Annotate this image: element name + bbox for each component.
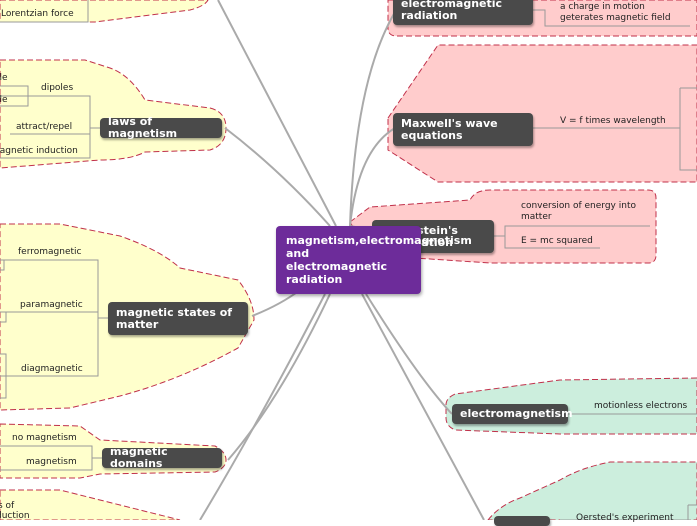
topic-laws[interactable]: laws of magnetism [100, 115, 222, 140]
topic-states[interactable]: magnetic states of matter [108, 302, 248, 335]
leaf-energy-into-matter: conversion of energy into matter [521, 201, 636, 222]
leaf-pole-1: ole [0, 73, 8, 83]
leaf-bottom-left-2: duction [0, 511, 30, 521]
leaf-dipoles: dipoles [41, 83, 74, 93]
topic-em-radiation-label: electromagnetic radiation [401, 0, 503, 22]
leaf-lorentzian-force: Lorentzian force [1, 9, 74, 19]
boundary-lorentz [0, 0, 209, 23]
topic-oersted-parent[interactable] [494, 516, 550, 526]
leaf-diagmagnetic: diagmagnetic [21, 364, 83, 374]
leaf-magnetic-induction: magnetic induction [0, 146, 78, 156]
topic-laws-label: laws of magnetism [108, 115, 178, 140]
topic-electromagnetism-label: electromagnetism [460, 407, 573, 420]
leaf-ferromagnetic: ferromagnetic [18, 247, 82, 257]
leaf-attract-repel: attract/repel [16, 122, 73, 132]
topic-maxwell-label: Maxwell's wave equations [401, 116, 498, 142]
leaf-oersted-experiment: Oersted's experiment [576, 513, 674, 523]
topic-maxwell[interactable]: Maxwell's wave equations [393, 113, 533, 146]
leaf-motionless-electrons: motionless electrons [594, 401, 688, 411]
central-topic-label: magnetism,electromagnetism and electroma… [286, 234, 472, 286]
boundary-maxwell [387, 44, 697, 183]
leaf-bottom-left-1: s of [0, 501, 15, 511]
central-topic[interactable]: magnetism,electromagnetism and electroma… [276, 226, 472, 294]
leaf-wave-speed: V = f times wavelength [560, 116, 666, 126]
topic-domains-label: magnetic domains [110, 445, 168, 470]
leaf-no-magnetism: no magnetism [12, 433, 77, 443]
topic-em-radiation[interactable]: electromagnetic radiation [393, 0, 533, 25]
leaf-pole-2: ole [0, 95, 8, 105]
leaf-charge-in-motion: a charge in motion geterates magnetic fi… [560, 2, 671, 23]
topic-domains[interactable]: magnetic domains [102, 445, 222, 470]
topic-states-label: magnetic states of matter [116, 305, 233, 331]
boundary-oersted [487, 461, 697, 520]
leaf-magnetism: magnetism [26, 457, 77, 467]
leaf-paramagnetic: paramagnetic [20, 300, 83, 310]
leaf-e-mc-squared: E = mc squared [521, 236, 593, 246]
topic-electromagnetism[interactable]: electromagnetism [452, 404, 573, 424]
boundary-bottom-left [0, 489, 181, 520]
